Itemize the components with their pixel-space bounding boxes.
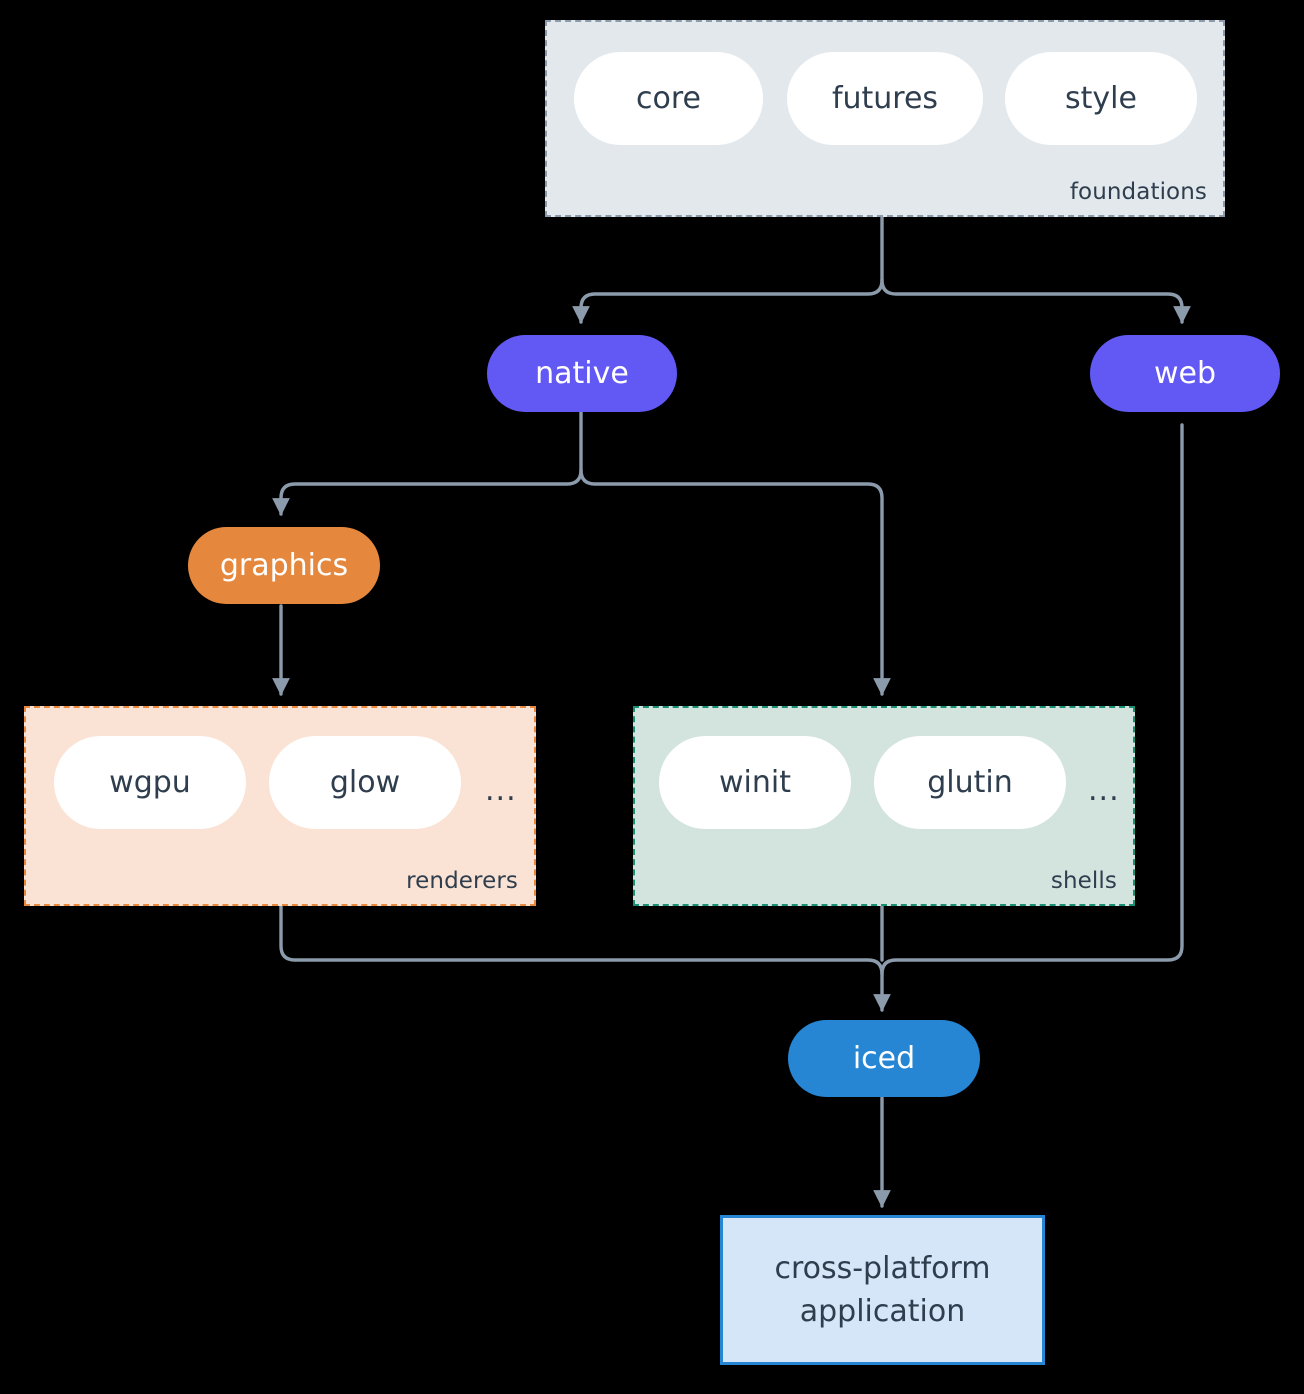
group-shells-label: shells (1050, 868, 1117, 894)
shells-item-winit[interactable]: winit (659, 736, 851, 829)
foundations-item-core[interactable]: core (574, 52, 763, 145)
node-web-label: web (1153, 356, 1217, 391)
group-renderers-label: renderers (406, 868, 518, 894)
foundations-item-futures-label: futures (831, 81, 939, 116)
node-graphics-label: graphics (219, 548, 349, 583)
shells-item-glutin-label: glutin (927, 765, 1013, 800)
group-renderers: wgpu glow ... renderers (24, 706, 536, 906)
node-native[interactable]: native (487, 335, 677, 412)
renderers-item-wgpu[interactable]: wgpu (54, 736, 246, 829)
node-native-label: native (535, 356, 629, 391)
shells-item-glutin[interactable]: glutin (874, 736, 1066, 829)
node-graphics[interactable]: graphics (188, 527, 380, 604)
shells-more-ellipsis: ... (1088, 773, 1120, 808)
node-iced[interactable]: iced (788, 1020, 980, 1097)
renderers-more-ellipsis: ... (485, 773, 517, 808)
node-cross-platform-application[interactable]: cross-platform application (720, 1215, 1045, 1365)
edge-foundations-to-platforms (572, 215, 1191, 324)
group-shells: winit glutin ... shells (633, 706, 1135, 906)
foundations-item-futures[interactable]: futures (787, 52, 983, 145)
foundations-item-style[interactable]: style (1005, 52, 1197, 145)
node-web[interactable]: web (1090, 335, 1280, 412)
node-iced-label: iced (852, 1041, 916, 1076)
renderers-item-glow[interactable]: glow (269, 736, 461, 829)
application-label-line1: cross-platform (774, 1250, 991, 1286)
foundations-item-core-label: core (636, 81, 701, 116)
renderers-item-glow-label: glow (329, 765, 401, 800)
renderers-item-wgpu-label: wgpu (109, 765, 191, 800)
group-foundations-label: foundations (1069, 179, 1207, 205)
group-foundations: core futures style foundations (545, 20, 1225, 217)
foundations-item-style-label: style (1065, 81, 1137, 116)
application-label-line2: application (799, 1294, 966, 1329)
shells-item-winit-label: winit (719, 765, 791, 800)
